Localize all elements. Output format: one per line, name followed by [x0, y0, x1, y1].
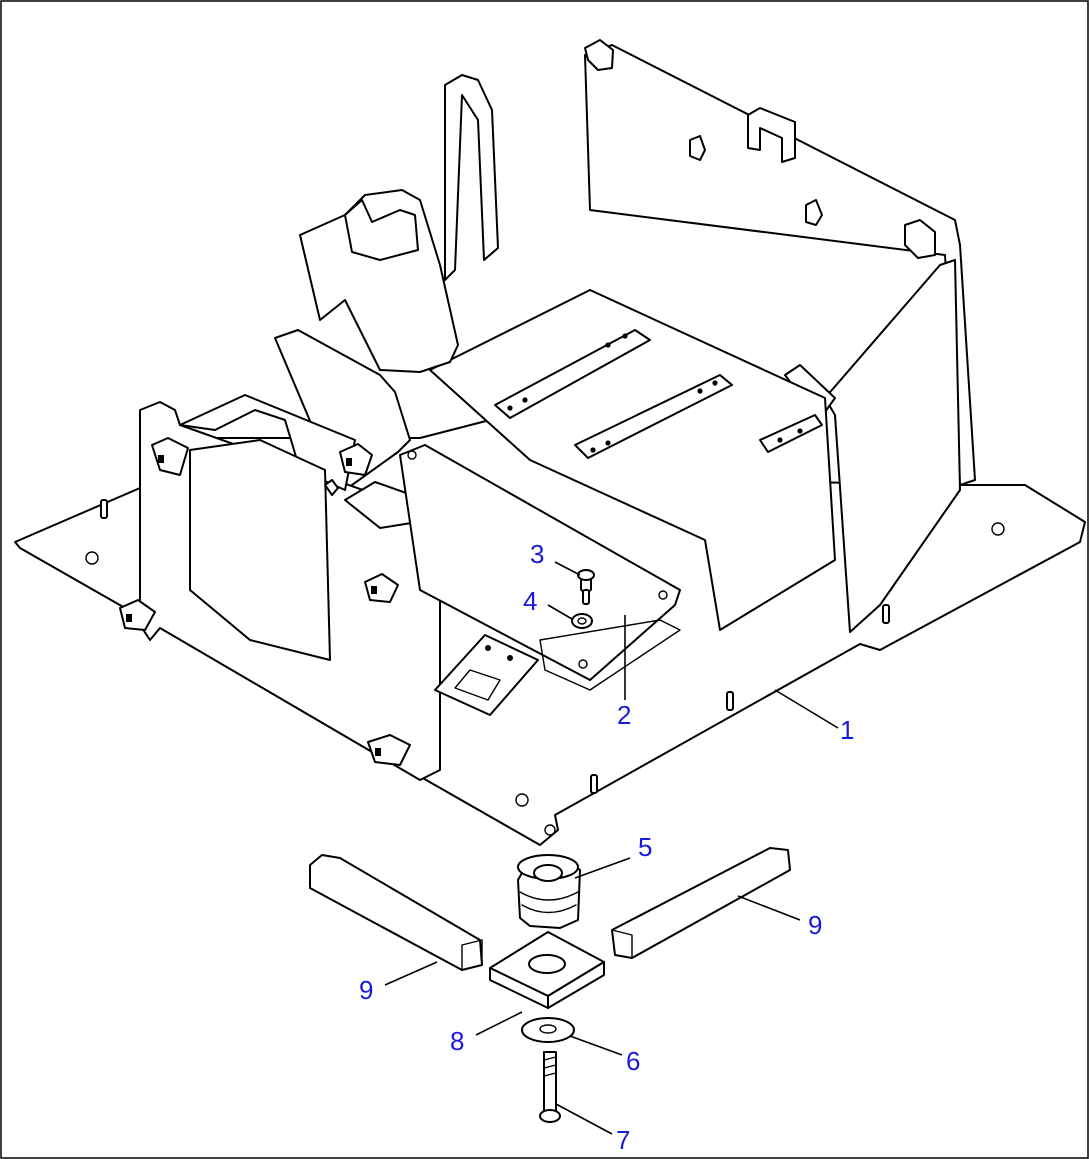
callout-7: 7 — [616, 1125, 630, 1155]
callout-labels: 3 4 2 1 5 9 9 8 6 7 — [359, 539, 854, 1155]
cover-plate — [399, 444, 681, 691]
callout-5: 5 — [638, 832, 652, 862]
pedal-plate — [434, 634, 539, 716]
callout-1: 1 — [840, 715, 854, 745]
leader-lines — [384, 561, 839, 1135]
wedge-left-part-9 — [309, 854, 483, 971]
washer-part-6 — [521, 1017, 575, 1043]
callout-3: 3 — [530, 539, 544, 569]
wedge-right-part-9 — [611, 847, 791, 959]
callout-6: 6 — [626, 1046, 640, 1076]
rear-wall — [584, 39, 976, 486]
callout-2: 2 — [617, 700, 631, 730]
bolt-part-7 — [539, 1051, 561, 1123]
center-console — [274, 189, 459, 491]
left-post — [444, 74, 499, 281]
bolt-part-3 — [577, 569, 595, 605]
left-console — [139, 394, 441, 781]
callout-4: 4 — [523, 586, 537, 616]
brackets — [119, 437, 411, 766]
callout-9-left: 9 — [359, 975, 373, 1005]
callout-9-right: 9 — [808, 910, 822, 940]
cushion-mount-part-5 — [517, 854, 581, 929]
washer-part-4 — [571, 613, 593, 629]
square-plate-part-8 — [489, 931, 605, 1009]
callout-8: 8 — [450, 1026, 464, 1056]
floor-platform — [429, 289, 836, 631]
